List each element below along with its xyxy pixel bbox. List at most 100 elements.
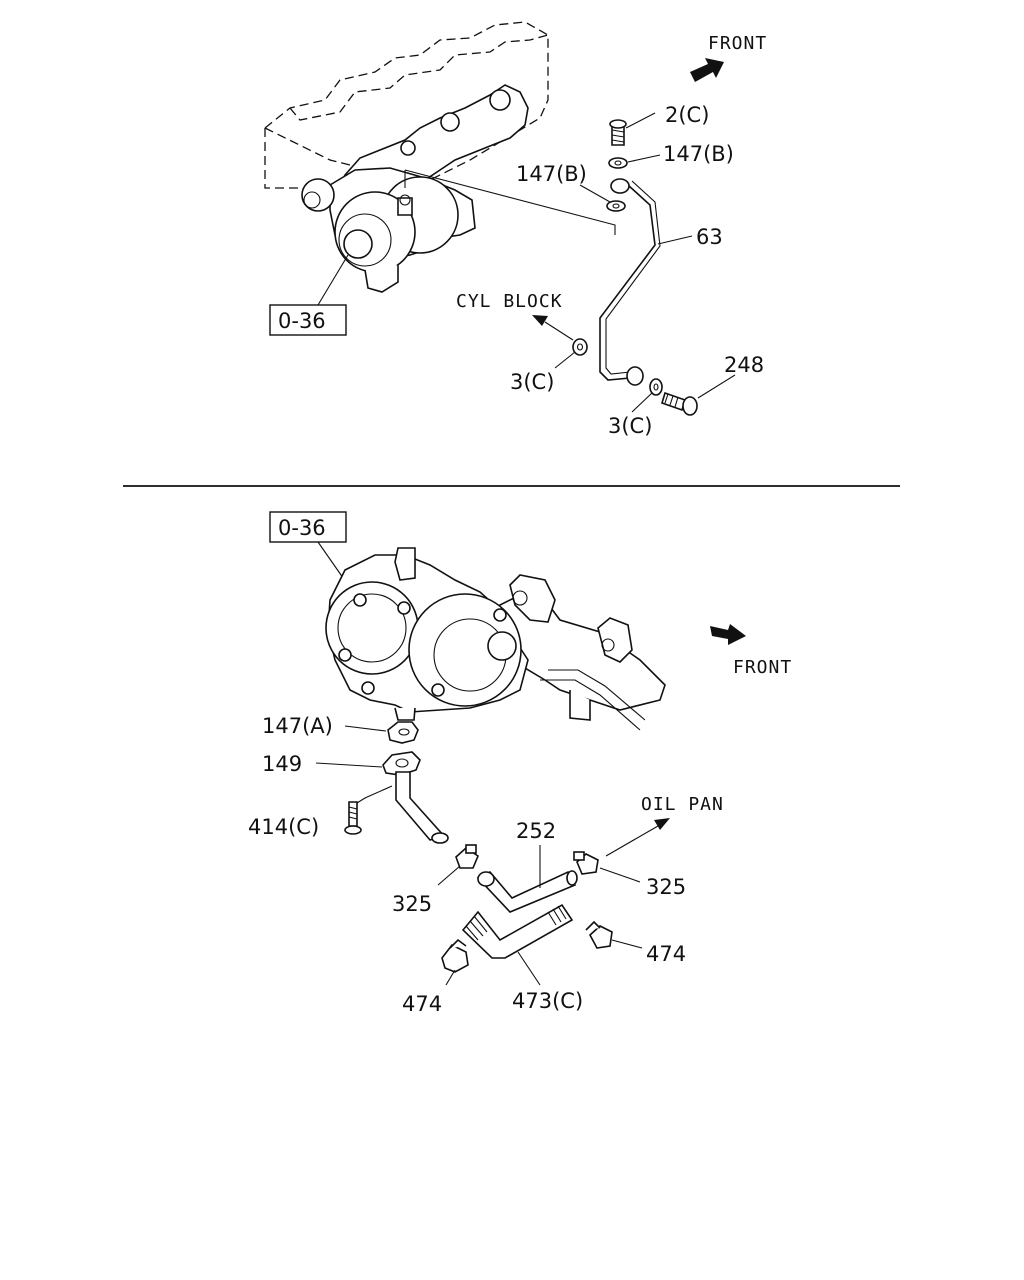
leader-474-right [611,939,643,949]
flange-149 [382,751,421,776]
gasket-147a [387,721,419,744]
turbo-turbine-bottom-core [487,631,517,661]
washer-147b-lower [606,200,626,212]
turbo-turbine-bottom [408,593,522,707]
clip-474-left-tab [449,938,467,949]
turbo-bolt [338,648,352,662]
turbo-top-boss [394,547,416,581]
washer-3c-left-hole [576,343,584,351]
label-474-right: 474 [646,942,686,966]
eye-bolt-248-thread [664,393,679,408]
cyl-block-arrow-head [532,315,548,326]
eye-bolt-2c-thread [611,129,625,143]
label-149: 149 [262,752,302,776]
manifold-bracket [569,690,591,721]
leader-473c [517,951,541,986]
label-147b-right: 147(B) [663,142,734,166]
drain-pipe-149 [395,771,446,841]
gasket-147a-hole [398,728,410,736]
pipe-union-eye-bottom [626,366,644,386]
oil-pan-label: OIL PAN [641,794,724,815]
hose-252-end-left [477,871,495,887]
clip-474-right-tab [585,920,601,931]
compressor-outlet [364,265,399,293]
flange-149-hole [395,758,409,768]
leader-63 [657,235,693,245]
oil-feed-pipe-63 [599,184,656,381]
eye-bolt-248-head [682,396,698,416]
turbo-bolt [361,681,375,695]
leader-248 [697,374,736,399]
label-3c-left: 3(C) [510,370,554,394]
ref-label-top: 0-36 [278,309,326,333]
bottom-section: 0-36 FRONT OIL PAN 147(A) 149 414(C) 325… [248,511,792,1016]
washer-147b-upper [608,157,628,169]
leader-3c-left [554,351,576,369]
compressor-inlet [343,229,373,259]
leader-2c [625,112,656,129]
leader-325-left [437,865,461,886]
hose-473c [461,903,574,959]
cyl-block-label: CYL BLOCK [456,291,563,312]
label-473c: 473(C) [512,989,583,1013]
oil-drain-port [394,707,416,721]
manifold-boss [489,89,511,111]
washer-3c-right [649,378,663,396]
ref-box-top [269,304,347,336]
cylinder-block-outline [264,21,549,189]
oil-pan-arrow-head [654,818,670,830]
hose-473c-rib [465,905,567,941]
pipe-union-eye-top [610,178,630,194]
manifold-flange-left [509,574,556,623]
washer-3c-right-hole [653,383,659,391]
oil-feed-pipe-63-inner [605,180,661,375]
turbo-bolt [493,608,507,622]
bolt-414c-thread [348,806,358,820]
label-414c: 414(C) [248,815,319,839]
front-label-top: FRONT [708,33,767,54]
front-arrow-bottom-icon [710,624,746,645]
oil-inlet-port [397,197,413,216]
leader-414c-to-pipe [356,785,393,804]
clip-325-left-tab [465,844,477,854]
label-63: 63 [696,225,723,249]
clip-325-right-tab [573,851,585,861]
manifold-flange-left-hole [512,590,528,606]
leader-147a [344,725,387,732]
manifold-stud [400,140,416,156]
label-147a: 147(A) [262,714,333,738]
label-252: 252 [516,819,556,843]
ref-box-bottom [269,511,347,543]
oil-inlet-leader [404,169,616,235]
eye-bolt-2c-head [609,119,627,129]
oil-inlet-hole [399,194,411,206]
leader-3c-bottom [631,392,653,413]
label-325-right: 325 [646,875,686,899]
clip-474-right [588,925,613,949]
clip-474-left [441,943,469,973]
wastegate-actuator-inner [303,191,321,209]
turbo-compressor-bottom [325,581,419,675]
leader-149 [315,762,383,768]
turbo-top-boss-hole [397,601,411,615]
oil-pan-arrow-shaft [605,825,659,857]
front-label-bottom: FRONT [733,657,792,678]
manifold-runner [540,669,646,731]
cyl-block-arrow-shaft [544,321,574,341]
washer-147b-lower-hole [612,203,620,209]
leader-ref-top [317,254,349,306]
compressor-housing-inner [338,213,392,267]
washer-147b-upper-hole [614,160,622,166]
hose-252 [476,870,577,913]
bolt-414c-head [344,825,362,835]
manifold-flange-right-hole [601,638,615,652]
turbo-bolt [353,593,367,607]
leader-147b-right [627,154,661,163]
top-section: FRONT CYL BLOCK 0-36 2(C) 147(B) 147(B) … [264,21,767,438]
cylinder-block-edge [264,127,351,166]
leader-325-right [599,867,641,883]
label-3c-bottom: 3(C) [608,414,652,438]
washer-3c-left [572,338,588,356]
manifold-boss [440,112,460,132]
